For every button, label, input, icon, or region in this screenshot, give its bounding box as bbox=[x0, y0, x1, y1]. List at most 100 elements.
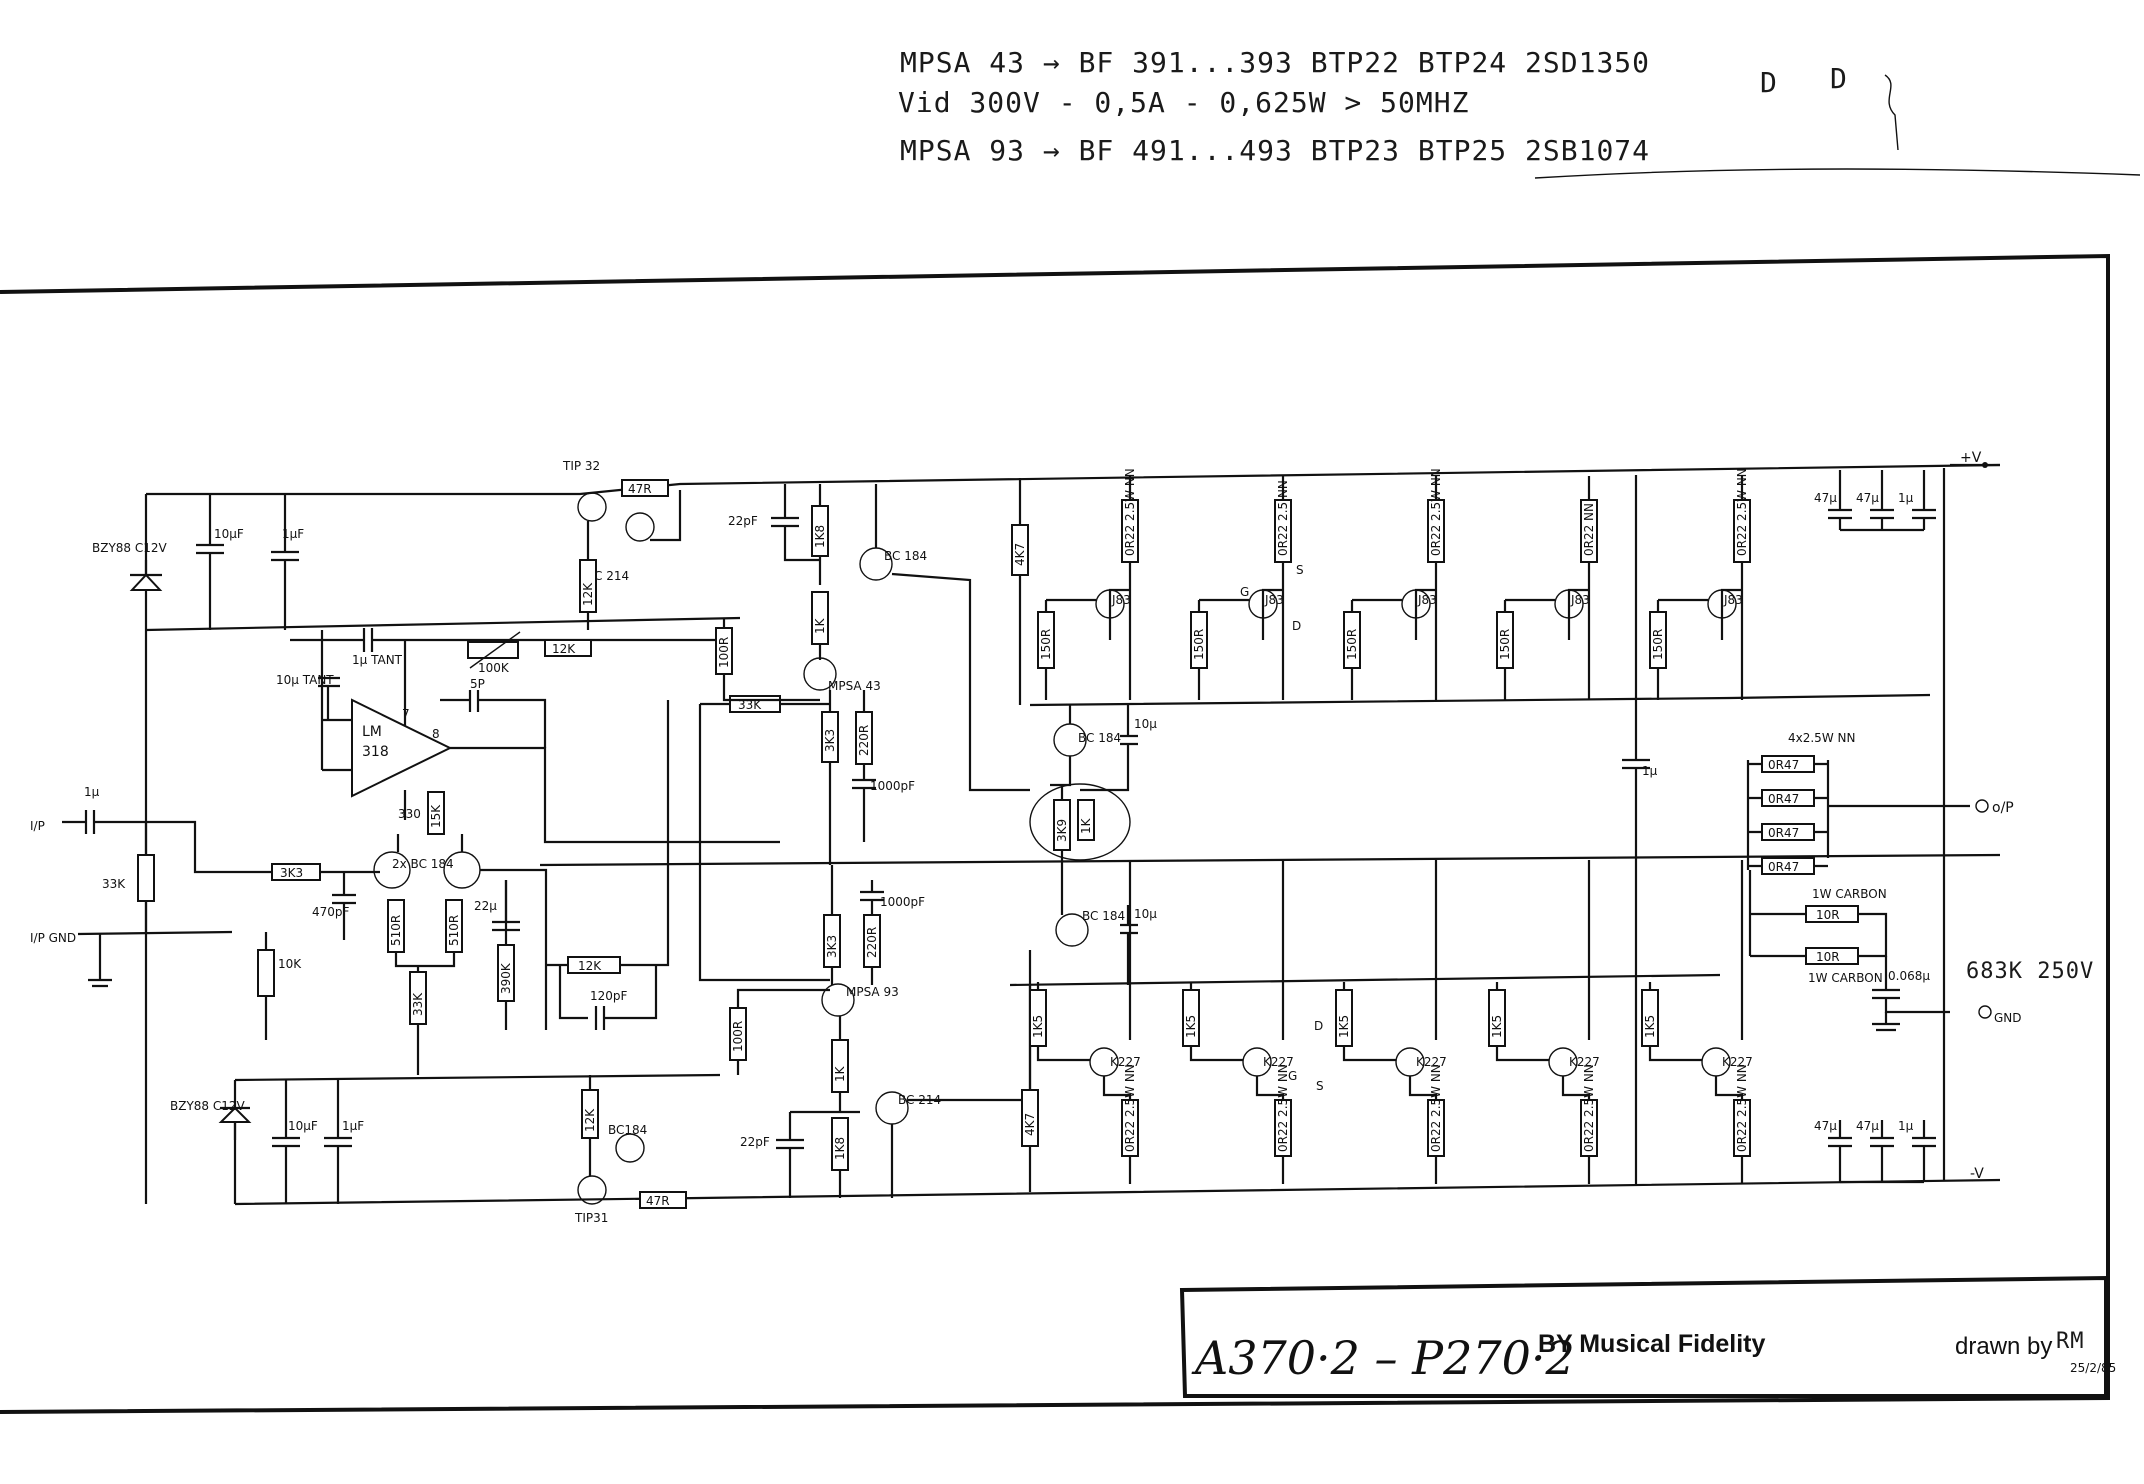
resistor-100r-top-label: 100R bbox=[717, 637, 731, 668]
carbon1-label: 1W CARBON bbox=[1812, 887, 1887, 901]
mpsa93-transistor bbox=[821, 983, 855, 1017]
resistor-12k-a-label: 12K bbox=[552, 642, 576, 656]
opamp-lm318: LM 318 7 8 10µ TANT 1µ TANT 100K 12K 5P bbox=[276, 628, 780, 844]
bias-transistor-bot bbox=[1055, 913, 1089, 947]
upper-gate-bus bbox=[1029, 693, 1931, 707]
output-terminal-label: o/P bbox=[1992, 800, 2014, 816]
parallel-output-resistor-label: 0R47 bbox=[1768, 860, 1799, 874]
cap-22p-bot-label: 22pF bbox=[740, 1135, 770, 1149]
bottom-fet-label: K227 bbox=[1263, 1055, 1294, 1069]
parallel-output-resistor bbox=[1761, 823, 1815, 841]
tip31-label: TIP31 bbox=[574, 1211, 608, 1225]
top-source-resistor-label: 0R22 2.5 NN bbox=[1276, 480, 1290, 556]
bottom-source-resistor bbox=[1580, 1099, 1598, 1157]
bottom-fet-label: K227 bbox=[1722, 1055, 1753, 1069]
resistor-3k3-input-label: 3K3 bbox=[280, 866, 303, 880]
parallel-output-resistor bbox=[1761, 755, 1815, 773]
resistor-1k-bot bbox=[831, 1039, 849, 1093]
bottom-fet-label: K227 bbox=[1110, 1055, 1141, 1069]
cap-neg-1u: 1µF bbox=[342, 1119, 364, 1133]
bottom-gate-resistor-label: 1K5 bbox=[1031, 1015, 1045, 1038]
bias-network: 4K7 BC 184 10µ 3K9 1K BC 184 10µ 4K7 1µ bbox=[1011, 475, 1658, 1192]
positive-rail bbox=[146, 463, 2001, 496]
cap-1000p-top-label: 1000pF bbox=[870, 779, 915, 793]
resistor-10k-label: 10K bbox=[278, 957, 302, 971]
bottom-gate-resistor-label: 1K5 bbox=[1643, 1015, 1657, 1038]
opamp-pin8: 8 bbox=[432, 727, 440, 741]
top-source-resistor bbox=[1121, 499, 1139, 563]
resistor-47r-pos-label: 47R bbox=[628, 482, 652, 496]
mpsa43-transistor bbox=[803, 657, 837, 691]
bottom-source-resistor bbox=[1121, 1099, 1139, 1157]
cap-neg-10u: 10µF bbox=[288, 1119, 318, 1133]
resistor-33k-tail-label: 33K bbox=[411, 992, 425, 1016]
bottom-fet-label: K227 bbox=[1416, 1055, 1447, 1069]
resistor-4k7-bot-label: 4K7 bbox=[1023, 1113, 1037, 1136]
mpsa93-label: MPSA 93 bbox=[846, 985, 899, 999]
bottom-source-resistor bbox=[1274, 1099, 1292, 1157]
cap-330-label: 330 bbox=[398, 807, 421, 821]
top-source-resistor-label: 0R22 2.5W NN bbox=[1429, 468, 1443, 556]
bottom-source-resistor bbox=[1427, 1099, 1445, 1157]
resistor-1k-bot-label: 1K bbox=[833, 1065, 847, 1082]
top-fet-label: J83 bbox=[1723, 593, 1743, 607]
note-mark-d2: D bbox=[1830, 62, 1848, 95]
tip32-label: TIP 32 bbox=[562, 459, 600, 473]
resistor-47r-neg bbox=[639, 1191, 687, 1209]
carbon2-label: 1W CARBON bbox=[1808, 971, 1883, 985]
negative-rail-label: -V bbox=[1970, 1166, 1984, 1182]
cap-10u-tant-label: 10µ TANT bbox=[276, 673, 334, 687]
note-mark-d1: D bbox=[1760, 66, 1778, 99]
resistor-12k-pos-label: 12K bbox=[581, 582, 595, 606]
note-hook bbox=[1884, 74, 1899, 151]
drawing-title: A370·2 – P270·2 bbox=[1191, 1331, 1575, 1385]
top-fet bbox=[1554, 589, 1584, 619]
top-source-resistor bbox=[1733, 499, 1751, 563]
top-source-resistor-label: 0R22 2.5W NN bbox=[1735, 468, 1749, 556]
top-fet bbox=[1095, 589, 1125, 619]
lower-gate-bus bbox=[1009, 973, 1721, 987]
pin-letter: D bbox=[1292, 619, 1301, 633]
parallel-output-resistor-label: 0R47 bbox=[1768, 792, 1799, 806]
resistor-10r-a-label: 10R bbox=[1816, 908, 1840, 922]
title-block: A370·2 – P270·2 BY Musical Fidelity draw… bbox=[1179, 1275, 2116, 1398]
note-line-2: Vid 300V - 0,5A - 0,625W > 50MHZ bbox=[898, 86, 1469, 119]
pin-letter: G bbox=[1240, 585, 1249, 599]
cap-22p-top-label: 22pF bbox=[728, 514, 758, 528]
cap-5p-label: 5P bbox=[470, 677, 485, 691]
resistor-220r-bot-label: 220R bbox=[865, 927, 879, 958]
cap-1u-bias-label: 1µ bbox=[1642, 764, 1658, 778]
bottom-source-resistor-label: 0R22 2.5W NN bbox=[1429, 1064, 1443, 1152]
top-source-resistor bbox=[1580, 499, 1598, 563]
top-fet-label: J83 bbox=[1417, 593, 1437, 607]
resistor-1k-top bbox=[811, 591, 829, 645]
resistor-12k-feedback-label: 12K bbox=[578, 959, 602, 973]
note-line-3: MPSA 93 → BF 491...493 BTP23 BTP25 2SB10… bbox=[900, 134, 1650, 167]
bottom-source-resistor-label: 0R22 2.5W NN bbox=[1582, 1064, 1596, 1152]
bottom-gate-resistor-label: 1K5 bbox=[1490, 1015, 1504, 1038]
pot-1k-bias-label: 1K bbox=[1079, 817, 1093, 834]
parallel-output-resistor-label: 0R47 bbox=[1768, 826, 1799, 840]
drawing-author: BY Musical Fidelity bbox=[1538, 1330, 1765, 1358]
top-gate-resistor-label: 150R bbox=[1498, 629, 1512, 660]
substitution-notes: MPSA 43 → BF 391...393 BTP22 BTP24 2SD13… bbox=[898, 46, 2141, 179]
top-fet bbox=[1248, 589, 1278, 619]
top-gate-resistor-label: 150R bbox=[1192, 629, 1206, 660]
cap-1u-tant-label: 1µ TANT bbox=[352, 653, 403, 667]
cap-1000p-bot-label: 1000pF bbox=[880, 895, 925, 909]
resistor-1k-top-label: 1K bbox=[813, 617, 827, 634]
cap-10u-top-label: 10µ bbox=[1134, 717, 1157, 731]
parallel-output-resistor-label: 0R47 bbox=[1768, 758, 1799, 772]
vas-stage: 33K 100R 100R 22pF 1K8 1K BC 184 MPSA 43… bbox=[698, 484, 1032, 1198]
top-gate-resistor-label: 150R bbox=[1651, 629, 1665, 660]
resistor-33k-input bbox=[137, 854, 155, 902]
pin-letter: G bbox=[1288, 1069, 1297, 1083]
drawn-by-initials: RM bbox=[2056, 1329, 2085, 1354]
parallel-output-resistor bbox=[1761, 857, 1815, 875]
rail-decoupling-cap: 47µ bbox=[1856, 491, 1879, 505]
resistor-3k3-bot-label: 3K3 bbox=[825, 935, 839, 958]
opamp-line1: LM bbox=[362, 724, 382, 740]
zobel-value-label: 683K 250V bbox=[1966, 959, 2094, 984]
pin-letter: D bbox=[1314, 1019, 1323, 1033]
cap-10u-bot-label: 10µ bbox=[1134, 907, 1157, 921]
